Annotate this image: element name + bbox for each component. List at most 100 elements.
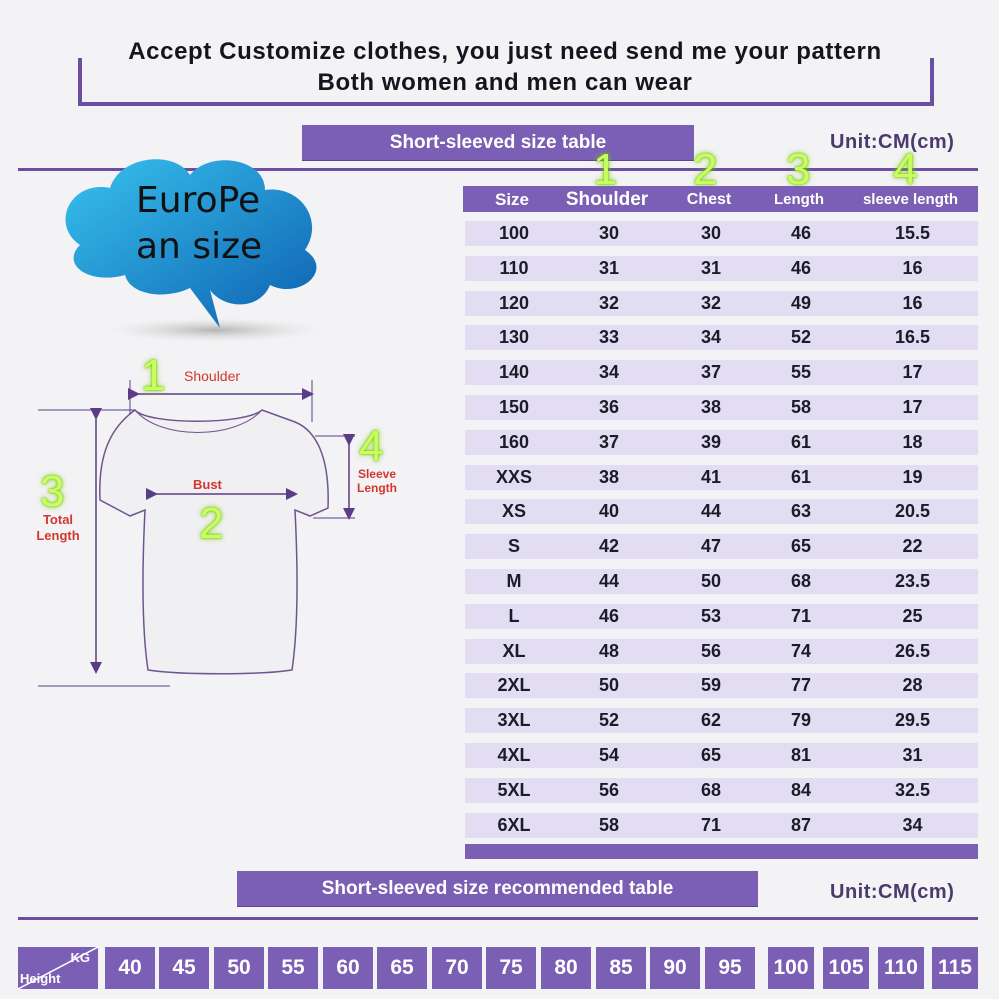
cell-sleeve-length: 17 (902, 397, 923, 417)
cell-sleeve-length: 22 (902, 536, 923, 557)
cell-sleeve-length: 17 (902, 362, 923, 383)
cell-chest: 30 (700, 223, 722, 243)
cell-size: 110 (499, 257, 529, 278)
weight-cell: 45 (159, 947, 209, 989)
tshirt-measure-diagram (38, 380, 355, 687)
cell-sleeve-length: 29.5 (894, 710, 931, 731)
cell-sleeve-length: 23.5 (894, 571, 931, 591)
cell-sleeve-length: 34 (902, 814, 923, 835)
cell-chest: 47 (700, 536, 722, 557)
cell-length: 71 (790, 605, 812, 626)
cell-shoulder: 33 (598, 327, 620, 348)
cell-shoulder: 32 (598, 292, 620, 313)
header-length: Length (774, 191, 824, 208)
cell-size: 120 (498, 292, 530, 313)
cell-chest: 39 (700, 431, 722, 452)
cell-shoulder: 58 (598, 814, 620, 835)
weight-cell: 115 (932, 947, 978, 989)
cell-sleeve-length: 20.5 (894, 501, 931, 522)
cell-size: S (507, 536, 520, 557)
cell-size: 140 (498, 362, 530, 383)
cell-shoulder: 34 (598, 362, 620, 383)
cell-length: 46 (790, 257, 812, 278)
cell-size: 6XL (497, 814, 531, 835)
weight-cell: 90 (650, 947, 700, 989)
table-row: 6XL 58 71 87 34 (465, 812, 978, 838)
header-shoulder: Shoulder (565, 189, 649, 210)
europe-size-cloud-badge (65, 159, 320, 342)
recommend-divider-line (18, 917, 978, 920)
cell-length: 65 (790, 536, 812, 557)
cell-shoulder: 54 (598, 745, 620, 765)
sleeve-length-line-2: Length (357, 481, 397, 496)
cell-size: XXS (495, 466, 533, 487)
cell-length: 81 (790, 745, 812, 765)
cell-chest: 65 (700, 745, 722, 765)
cell-sleeve-length: 19 (902, 466, 923, 487)
cell-chest: 31 (700, 257, 722, 278)
cell-shoulder: 56 (598, 779, 620, 800)
weight-cell: 105 (823, 947, 869, 989)
cell-sleeve-length: 18 (902, 431, 923, 452)
cell-size: XL (502, 640, 526, 661)
diagram-number-2: 2 (199, 499, 224, 548)
table-row: 2XL 50 59 77 28 (465, 673, 978, 699)
cell-length: 49 (790, 292, 812, 313)
cell-size: 160 (498, 431, 530, 452)
cell-chest: 32 (700, 292, 722, 313)
header-line-1: Accept Customize clothes, you just need … (128, 38, 882, 65)
table-row: 160 37 39 61 18 (465, 429, 978, 455)
recommend-table-unit: Unit:CM(cm) (830, 881, 955, 903)
cell-shoulder: 46 (598, 605, 620, 626)
cell-shoulder: 30 (598, 223, 620, 243)
cell-shoulder: 50 (598, 675, 620, 696)
cell-chest: 59 (700, 675, 722, 696)
cell-shoulder: 37 (598, 431, 620, 452)
cell-length: 61 (790, 466, 812, 487)
column-number-2: 2 (693, 145, 718, 194)
cell-length: 61 (790, 431, 812, 452)
cell-length: 63 (790, 501, 812, 522)
header-sleeve-length: sleeve length (862, 191, 959, 208)
recommend-table-corner: KG Height (18, 947, 98, 989)
column-number-1: 1 (593, 145, 618, 194)
cell-chest: 62 (700, 710, 722, 731)
cell-size: 100 (498, 223, 530, 243)
cell-shoulder: 31 (598, 257, 620, 278)
badge-line-2: an size (136, 226, 263, 267)
cell-chest: 44 (700, 501, 722, 522)
cell-shoulder: 36 (598, 397, 620, 417)
cell-length: 84 (790, 779, 812, 800)
cell-size: L (508, 605, 520, 626)
table-row: 120 32 32 49 16 (465, 290, 978, 316)
weight-cell: 65 (377, 947, 427, 989)
corner-height-label: Height (20, 971, 61, 986)
cell-chest: 38 (700, 397, 722, 417)
cell-sleeve-length: 28 (902, 675, 923, 696)
cell-sleeve-length: 31 (902, 745, 923, 765)
sleeve-length-line-1: Sleeve (357, 467, 397, 481)
cell-sleeve-length: 16 (902, 292, 923, 313)
diagram-bust-label: Bust (193, 477, 222, 492)
header-line-2: Both women and men can wear (317, 69, 693, 96)
size-table-footer-bar (465, 844, 978, 859)
cell-length: 87 (790, 814, 812, 835)
cell-size: 2XL (497, 675, 531, 696)
cell-length: 77 (790, 675, 812, 696)
cell-length: 68 (790, 571, 812, 591)
cell-chest: 71 (700, 814, 722, 835)
header-chest: Chest (686, 191, 732, 208)
cell-size: 130 (498, 327, 530, 348)
cell-sleeve-length: 15.5 (894, 223, 931, 243)
weight-cell: 75 (486, 947, 536, 989)
cell-shoulder: 48 (598, 640, 620, 661)
